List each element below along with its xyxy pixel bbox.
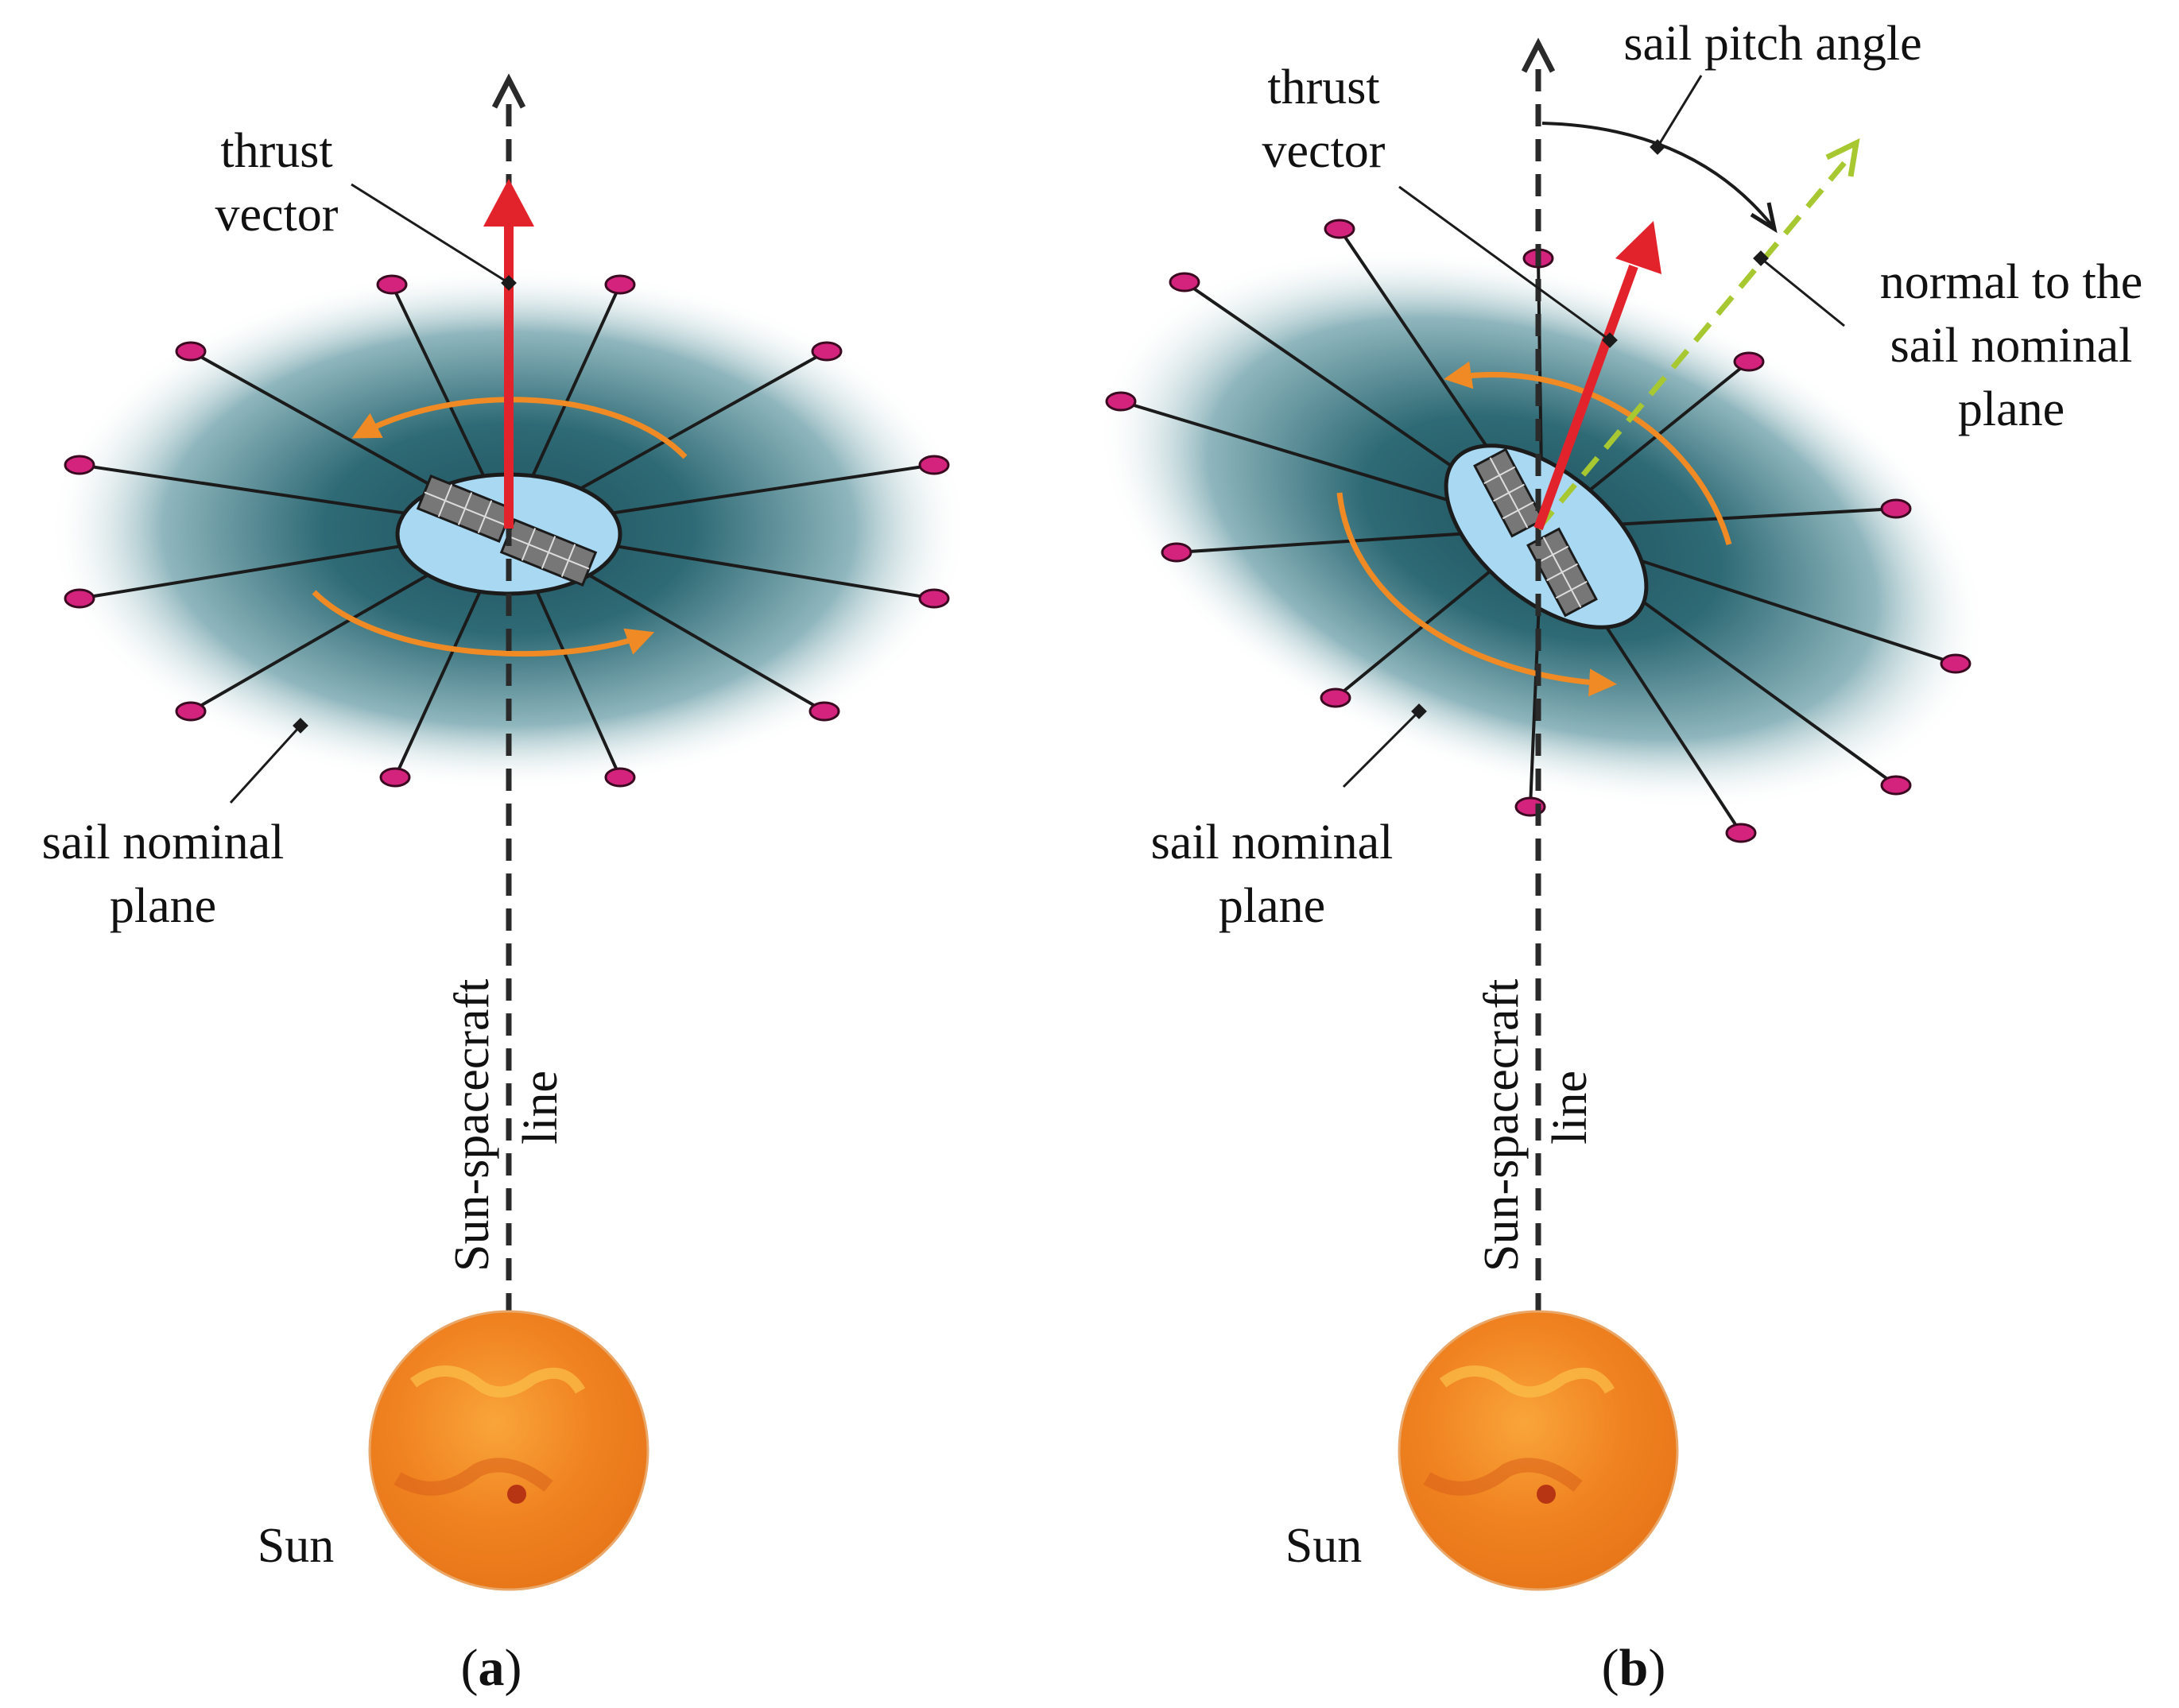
sail-label-b-1: sail nominal (1151, 815, 1394, 869)
sail-label-a-2: plane (110, 879, 216, 933)
sun-b (1398, 1310, 1679, 1591)
normal-line-b (1536, 161, 1847, 531)
thrust-leader-b (1398, 185, 1611, 342)
normal-arrowhead-b (1825, 137, 1860, 177)
solar-panel-b1 (1473, 447, 1545, 538)
pitch-label-b: sail pitch angle (1623, 17, 1921, 71)
tip-masses-b (1105, 219, 1972, 843)
caption-b: (b) (1602, 1639, 1666, 1697)
panel-a: thrust vector sail nominal plane Sun-spa… (42, 73, 970, 1697)
line-label-a-2: line (514, 1071, 568, 1144)
thrust-label-a-2: vector (215, 188, 339, 242)
thrust-label-b-2: vector (1262, 124, 1386, 178)
sail-leader-b (1342, 710, 1421, 788)
thrust-arrowhead-a (483, 179, 534, 227)
sail-label-b-2: plane (1219, 879, 1325, 933)
spin-arrow-top-a (351, 397, 688, 459)
solar-panel-b2 (1526, 527, 1598, 618)
normal-label-b-3: plane (1958, 382, 2065, 436)
panel-b: sail pitch angle thrust vector normal to… (1096, 17, 2143, 1697)
spin-arrow-bottom-b (1336, 492, 1617, 697)
spin-arrow-bottom-a (312, 590, 655, 657)
sail-leader-a (229, 724, 302, 804)
thrust-label-a-1: thrust (220, 124, 332, 178)
line-label-b-1: Sun-spacecraft (1475, 979, 1529, 1272)
sail-label-a-1: sail nominal (42, 815, 285, 869)
thrust-label-b-1: thrust (1267, 60, 1379, 114)
sun-label-a: Sun (258, 1519, 334, 1573)
line-arrowhead-a (491, 73, 526, 109)
line-label-b-2: line (1543, 1071, 1597, 1144)
line-arrowhead-b (1521, 37, 1556, 73)
tip-masses-a (64, 274, 950, 788)
pitch-arc-arrowhead-b (1750, 202, 1778, 234)
line-label-a-1: Sun-spacecraft (445, 979, 499, 1272)
pitch-leader-b (1656, 75, 1703, 148)
sun-a (368, 1310, 649, 1591)
normal-leader-b (1760, 257, 1845, 327)
sun-label-b: Sun (1285, 1519, 1362, 1573)
normal-label-b-2: sail nominal (1890, 319, 2133, 373)
thrust-leader-a (351, 183, 510, 285)
pitch-angle-arc-b (1541, 122, 1774, 228)
thrust-arrowhead-b (1615, 221, 1661, 274)
normal-label-b-1: normal to the (1880, 255, 2143, 309)
thrust-vector-b (1533, 264, 1638, 531)
caption-a: (a) (461, 1639, 522, 1697)
